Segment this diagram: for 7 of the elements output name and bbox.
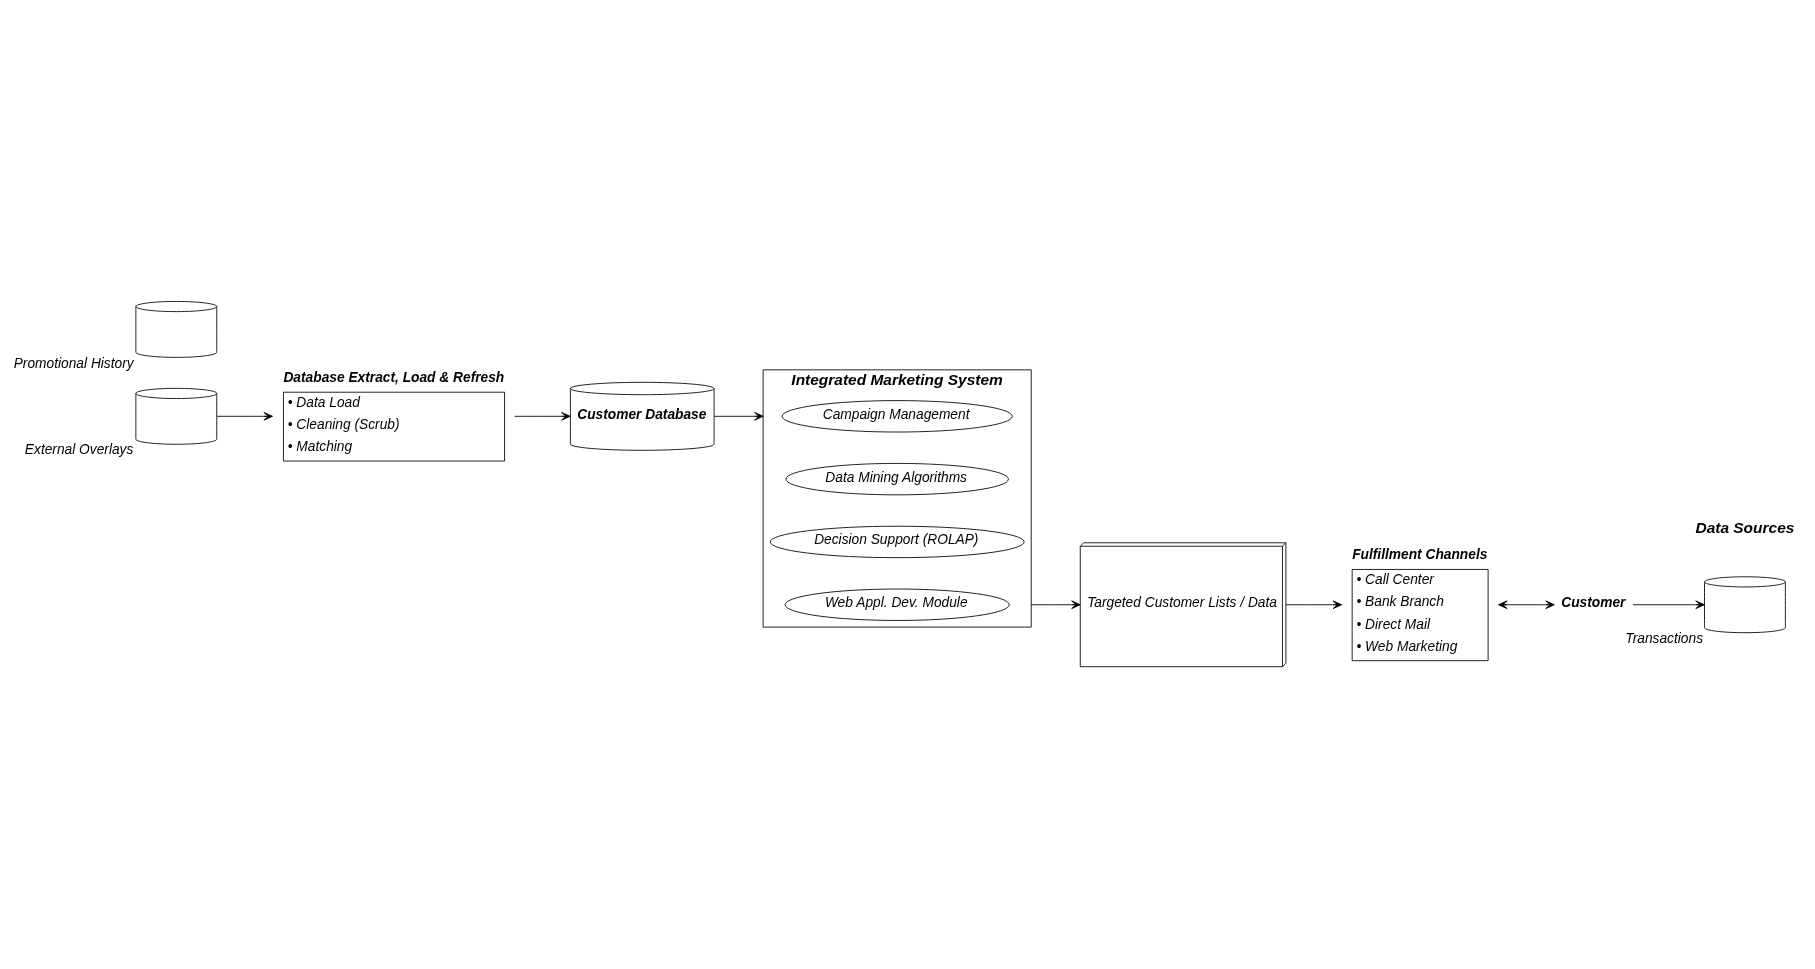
node-label: Transactions [1625, 630, 1704, 646]
node-label: Promotional History [13, 355, 134, 371]
node-text: Customer [1561, 595, 1626, 611]
node-label: External Overlays [24, 442, 134, 458]
node-label: Fulfillment Channels [1352, 546, 1488, 562]
node-label: Database Extract, Load & Refresh [283, 369, 505, 385]
label: Data Sources [1695, 518, 1795, 536]
